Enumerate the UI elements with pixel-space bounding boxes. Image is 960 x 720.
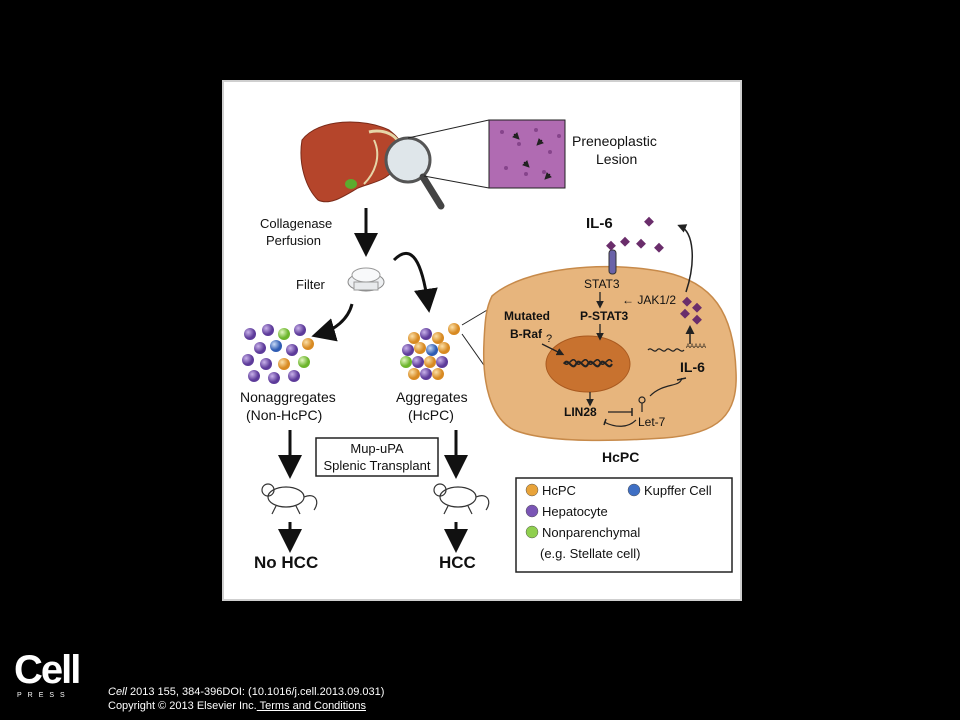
copyright-text: Copyright © 2013 Elsevier Inc. (108, 700, 257, 712)
polya-label: AAAAA (686, 344, 706, 350)
legend-swatch (525, 504, 539, 518)
il6-receptor (608, 249, 617, 275)
il6-molecules-outside (606, 216, 664, 253)
figure-panel: Preneoplastic Lesion Collagenase Perfusi… (222, 80, 742, 601)
legend-swatch (627, 483, 641, 497)
pstat3-label: P-STAT3 (580, 309, 629, 323)
aggregates-label: Aggregates (396, 389, 468, 405)
hcc-label: HCC (439, 553, 476, 572)
legend-swatch (525, 525, 539, 539)
collagenase-label: Collagenase (260, 216, 332, 231)
citation-block: Cell 2013 155, 384-396DOI: (10.1016/j.ce… (108, 685, 384, 713)
magnifier-icon (384, 136, 445, 210)
legend-label: Nonparenchymal (542, 525, 640, 540)
il6-top-label: IL-6 (586, 215, 613, 232)
mouse-icon-left (261, 483, 318, 515)
nonaggregates-label: Nonaggregates (240, 389, 336, 405)
cell-press-logo: Cell PRESS (14, 648, 84, 706)
il6-molecules-inside (680, 296, 702, 325)
legend-label: HcPC (542, 483, 576, 498)
legend-swatch (525, 483, 539, 497)
jak-label: ← JAK1/2 (622, 293, 676, 307)
single-hcpc (448, 323, 460, 335)
legend-label: Hepatocyte (542, 504, 608, 519)
legend-label: Kupffer Cell (644, 483, 712, 498)
splenic-transplant-label: Splenic Transplant (324, 458, 431, 473)
aggregate-cluster (400, 328, 450, 380)
legend-sub-label: (e.g. Stellate cell) (540, 546, 640, 561)
citation-text: 2013 155, 384-396DOI: (10.1016/j.cell.20… (126, 686, 385, 698)
logo-cell-text: Cell (14, 648, 81, 692)
arrow-to-aggregates (392, 252, 438, 313)
lin28-label: LIN28 (564, 405, 597, 419)
histology-image (488, 119, 566, 189)
mutated-label: Mutated (504, 309, 550, 323)
il6-mrna-label: IL-6 (680, 359, 705, 375)
transplant-box (315, 437, 439, 477)
let7-label: Let-7 (638, 415, 666, 429)
stat3-label: STAT3 (584, 277, 620, 291)
nonhcpc-label: (Non-HcPC) (246, 407, 322, 423)
lesion-label-line2: Lesion (596, 151, 637, 167)
filter-label: Filter (296, 277, 326, 292)
mouse-icon-right (433, 483, 490, 515)
braf-label: B-Raf (510, 327, 543, 341)
perfusion-label: Perfusion (266, 233, 321, 248)
legend-box (515, 477, 733, 573)
diagram-canvas: Preneoplastic Lesion Collagenase Perfusi… (240, 119, 737, 573)
terms-link[interactable]: Terms and Conditions (256, 700, 366, 712)
hcpc-cell-title: HcPC (602, 449, 639, 465)
nonaggregates-cells (242, 324, 314, 384)
gallbladder (345, 179, 357, 189)
lesion-label-line1: Preneoplastic (572, 133, 657, 149)
mup-upa-label: Mup-uPA (350, 441, 404, 456)
arrow-to-nonaggregates (311, 303, 354, 342)
secretion-arrow (677, 224, 693, 293)
dna-icon (563, 360, 613, 368)
no-hcc-label: No HCC (254, 553, 318, 572)
mrna-icon (647, 348, 685, 352)
hcpc-paren-label: (HcPC) (408, 407, 454, 423)
journal-name: Cell (108, 686, 127, 698)
question-mark: ? (546, 333, 552, 345)
filter-icon (347, 267, 385, 292)
logo-press-text: PRESS (17, 692, 71, 699)
